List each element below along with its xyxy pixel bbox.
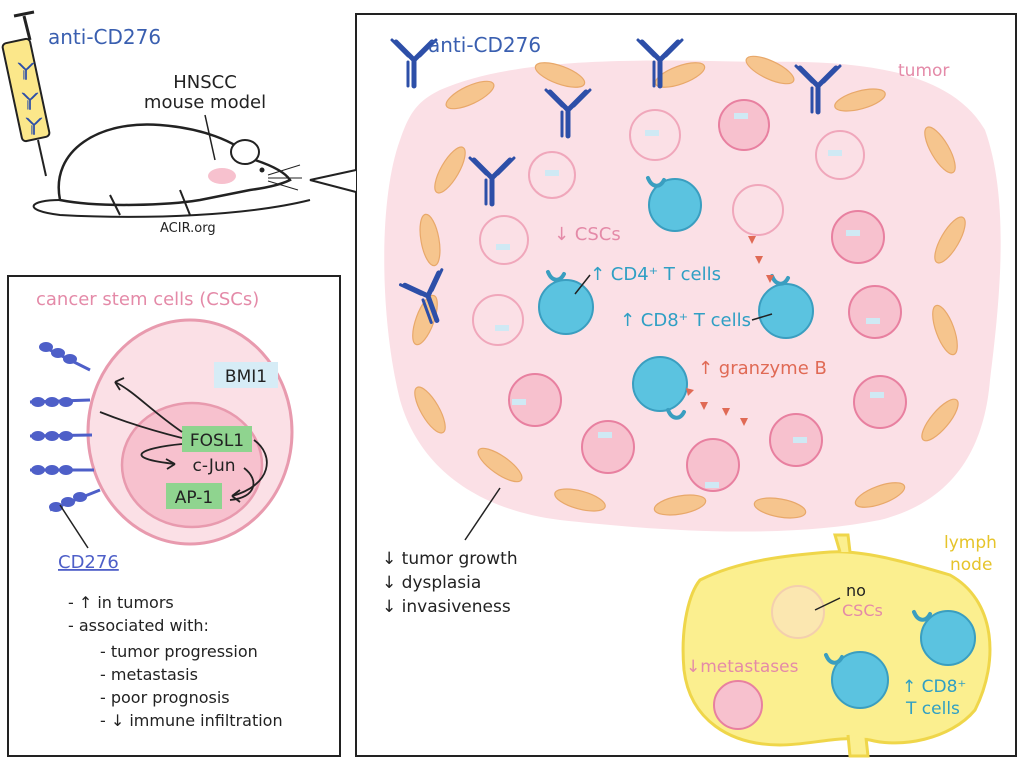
csc-bullet-1: - ↑ in tumors — [68, 593, 174, 612]
tumor-cells — [472, 99, 907, 492]
mouse-icon — [32, 123, 311, 218]
csc-panel: cancer stem cells (CSCs) BMI1 — [7, 275, 341, 757]
outcome-1: ↓ tumor growth — [382, 549, 518, 569]
outcome-2: ↓ dysplasia — [382, 573, 481, 593]
lymph-title-line2: node — [950, 555, 992, 575]
outcome-leader — [464, 487, 501, 541]
model-label-line2: mouse model — [144, 92, 266, 113]
lymph-node — [681, 533, 992, 758]
granzyme-change: ↑ granzyme B — [698, 358, 827, 379]
csc-bullet-4: - metastasis — [100, 665, 198, 684]
tumor-label: tumor — [898, 61, 949, 81]
model-label-line1: HNSCC — [173, 72, 237, 93]
csc-bullet-5: - poor prognosis — [100, 688, 230, 707]
csc-bullet-6: - ↓ immune infiltration — [100, 711, 283, 730]
lymph-cd8-line1: ↑ CD8⁺ — [902, 677, 966, 697]
signal-arrows — [99, 377, 268, 503]
csc-title: cancer stem cells (CSCs) — [36, 289, 259, 310]
cd8-change: ↑ CD8⁺ T cells — [620, 310, 751, 331]
ap1-label: AP-1 — [175, 488, 213, 508]
outcome-3: ↓ invasiveness — [382, 597, 511, 617]
credit-label: ACIR.org — [160, 221, 216, 236]
mouse-panel: anti-CD276 HNSCC mouse model ACIR.org — [1, 10, 311, 236]
t-cells — [538, 176, 814, 420]
syringe-icon — [1, 10, 51, 177]
granzyme-granules — [686, 236, 774, 426]
antibody-label: anti-CD276 — [428, 33, 541, 57]
cd276-receptors — [29, 342, 101, 512]
tumor-panel: anti-CD276 tumor — [309, 13, 1017, 758]
metastases-change: ↓metastases — [686, 657, 799, 677]
cd4-change: ↑ CD4⁺ T cells — [590, 264, 721, 285]
bmi1-label: BMI1 — [225, 367, 267, 387]
fosl1-label: FOSL1 — [190, 431, 244, 451]
syringe-label: anti-CD276 — [48, 25, 161, 49]
cscs-change: ↓ CSCs — [554, 224, 621, 245]
cd276-label: CD276 — [58, 552, 119, 573]
no-cscs-line2: CSCs — [842, 601, 883, 620]
csc-diagram: BMI1 FOSL1 c-Jun AP-1 — [29, 318, 294, 549]
cjun-label: c-Jun — [193, 456, 236, 476]
lymph-title-line1: lymph — [944, 533, 997, 553]
csc-bullet-3: - tumor progression — [100, 642, 258, 661]
lymph-cd8-line2: T cells — [905, 699, 960, 719]
no-cscs-line1: no — [846, 581, 866, 600]
csc-bullet-2: - associated with: — [68, 616, 209, 635]
callout-pointer — [309, 169, 357, 193]
